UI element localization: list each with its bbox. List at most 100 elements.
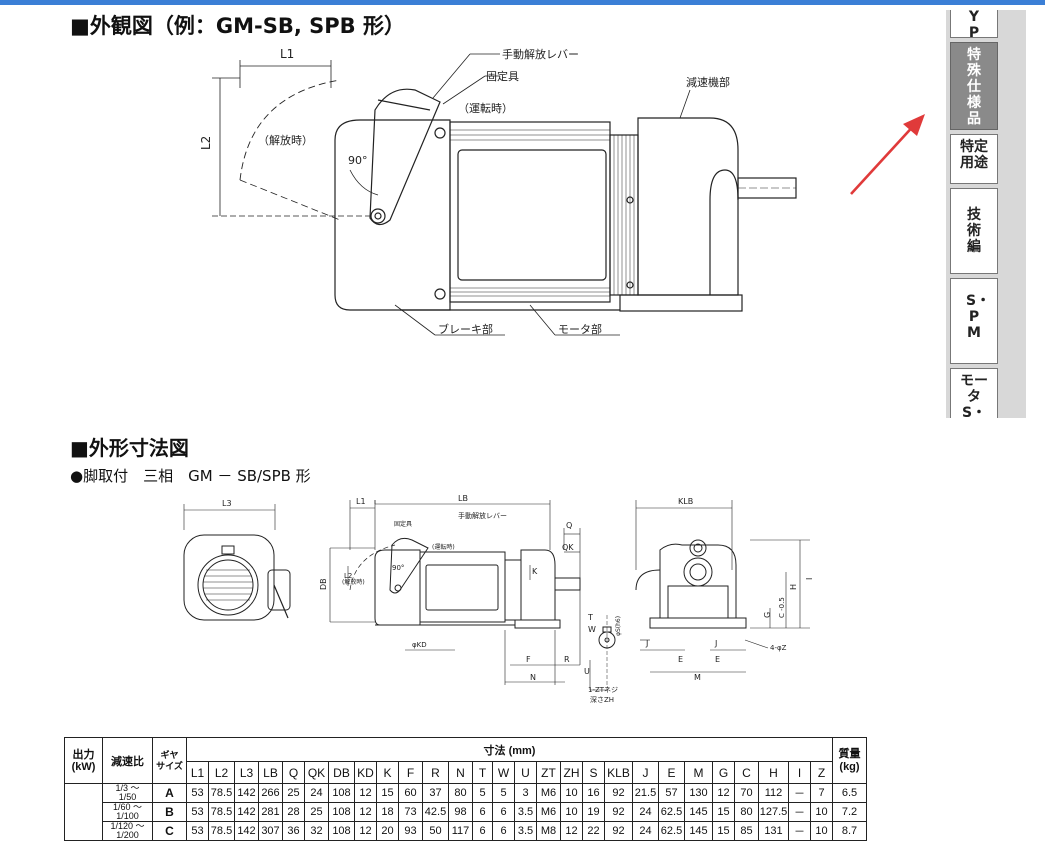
ratio-cell: 1/3 ～ 1/50 — [102, 783, 153, 803]
dim-u: U — [584, 667, 590, 676]
tab-spm[interactable]: S・PM — [950, 278, 998, 364]
column-header: I — [788, 761, 811, 784]
dim-db: DB — [319, 578, 328, 590]
dimension-cell: 307 — [258, 821, 283, 841]
dimension-cell: 131 — [758, 821, 789, 841]
dim-l2-label: L2 — [200, 136, 213, 150]
dimension-cell: 145 — [684, 802, 713, 822]
tab-special-spec[interactable]: 特殊仕様品 — [950, 42, 998, 130]
released-label: （解放時） — [258, 133, 313, 147]
dimension-cell: 80 — [734, 802, 759, 822]
dimension-cell: 24 — [632, 802, 659, 822]
dim-w: W — [588, 625, 596, 634]
dimension-cell: 10 — [810, 821, 833, 841]
dimension-cell: 80 — [448, 783, 473, 803]
dimension-cell: 145 — [684, 821, 713, 841]
dim-i: I — [805, 578, 814, 580]
dimension-cell: 85 — [734, 821, 759, 841]
dimension-cell: 6 — [492, 821, 515, 841]
column-header: E — [658, 761, 685, 784]
dim-l1: L1 — [356, 497, 366, 506]
column-header: L1 — [186, 761, 209, 784]
column-header: DB — [328, 761, 355, 784]
fixture-label-small: 固定具 — [394, 520, 412, 528]
column-header: Z — [810, 761, 833, 784]
dimension-cell: 22 — [582, 821, 605, 841]
tab-technical[interactable]: 技術編 — [950, 188, 998, 274]
dimension-cell: 78.5 — [208, 802, 235, 822]
dimension-cell: 28 — [282, 802, 305, 822]
page-title: ■外観図（例：GM-SB, SPB 形） — [70, 14, 405, 38]
dimension-cell: 108 — [328, 802, 355, 822]
dim-lb: LB — [458, 494, 468, 503]
operating-label-small: (運転時) — [432, 543, 455, 551]
column-header: W — [492, 761, 515, 784]
dim-g: G — [763, 612, 772, 618]
dimension-cell: 130 — [684, 783, 713, 803]
dimension-cell: 12 — [560, 821, 583, 841]
column-header: T — [472, 761, 493, 784]
dimension-cell: 60 — [398, 783, 423, 803]
header-ratio: 減速比 — [102, 737, 153, 784]
red-arrow-icon — [850, 114, 925, 195]
dimension-cell: 92 — [604, 802, 633, 822]
released-label-small: (解放時) — [342, 578, 365, 586]
dimension-cell: 32 — [304, 821, 329, 841]
dimension-cell: 24 — [632, 821, 659, 841]
dim-c: C -0.5 — [778, 597, 786, 618]
dimension-cell: M6 — [536, 783, 561, 803]
dimension-cell: 18 — [376, 802, 399, 822]
motor-label: モータ部 — [558, 322, 602, 336]
dim-t: T — [587, 613, 593, 622]
dimension-cell: 37 — [422, 783, 449, 803]
lever-label: 手動解放レバー — [502, 47, 579, 61]
dimension-cell: 78.5 — [208, 783, 235, 803]
dim-l1-label: L1 — [280, 47, 294, 61]
column-header: J — [632, 761, 659, 784]
gear-size-cell: A — [152, 783, 187, 803]
dimension-cell: 42.5 — [422, 802, 449, 822]
dimension-cell: 24 — [304, 783, 329, 803]
dimension-cell: M8 — [536, 821, 561, 841]
column-header: KD — [354, 761, 377, 784]
dimension-cell: 6 — [492, 802, 515, 822]
dimension-cell: 53 — [186, 802, 209, 822]
column-header: M — [684, 761, 713, 784]
column-header: LB — [258, 761, 283, 784]
mass-cell: 8.7 — [832, 821, 867, 841]
tab-motor-sp[interactable]: モータS・P・ — [950, 368, 998, 418]
fixture-label: 固定具 — [486, 69, 519, 83]
dimension-cell: 53 — [186, 783, 209, 803]
column-header: Q — [282, 761, 305, 784]
dimension-cell: 78.5 — [208, 821, 235, 841]
dim-n: N — [530, 673, 536, 682]
tab-specific-use[interactable]: 特定用途 — [950, 134, 998, 184]
gear-size-cell: B — [152, 802, 187, 822]
dimension-cell: 92 — [604, 821, 633, 841]
tab-yp[interactable]: YP — [950, 10, 998, 41]
dimension-cell: 92 — [604, 783, 633, 803]
header-dimensions: 寸法 (mm) — [186, 737, 833, 762]
dimension-cell: 53 — [186, 821, 209, 841]
dim-e-right: E — [715, 655, 720, 664]
dimension-cell: M6 — [536, 802, 561, 822]
header-output: 出力 (kW) — [64, 737, 103, 784]
side-tab-strip: YP 特殊仕様品 特定用途 技術編 S・PM モータS・P・ — [946, 10, 1000, 418]
angle-label-small: 90° — [392, 564, 404, 572]
dimension-cell: 117 — [448, 821, 473, 841]
dimension-cell: 16 — [582, 783, 605, 803]
dimension-cell: 10 — [810, 802, 833, 822]
column-header: N — [448, 761, 473, 784]
reducer-label: 減速機部 — [686, 75, 730, 89]
dimension-drawing: L3 L1 LB KLB 手動解放レバー 固定具 (運転時) (解放時) 90°… — [183, 494, 814, 704]
dimension-cell: 266 — [258, 783, 283, 803]
column-header: R — [422, 761, 449, 784]
dimension-cell: 5 — [492, 783, 515, 803]
dimension-cell: 127.5 — [758, 802, 789, 822]
dim-h: H — [789, 584, 798, 590]
